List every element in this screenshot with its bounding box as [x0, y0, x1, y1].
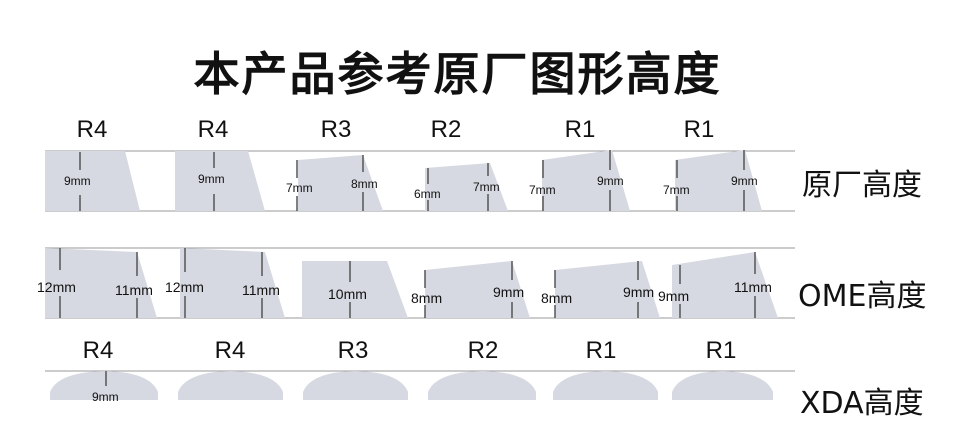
measure-r1-k2-front: 9mm	[198, 172, 225, 186]
cap-label-top-1: R4	[76, 116, 108, 143]
measure-r1-k4-back: 7mm	[473, 180, 500, 194]
row-label-ome: OME高度	[798, 279, 927, 314]
row1-keycap-shape-6	[675, 150, 762, 211]
cap-label-top-5: R1	[564, 116, 596, 143]
measure-r1-k6-front: 7mm	[663, 183, 690, 197]
measure-r1-k3-back: 8mm	[351, 177, 378, 191]
cap-label-bottom-3: R3	[337, 337, 369, 364]
measure-r1-k6-back: 9mm	[731, 174, 758, 188]
measure-r2-k3-front: 10mm	[328, 286, 367, 302]
row3-keycap-shape-5	[553, 371, 658, 400]
row-label-xda: XDA高度	[800, 386, 924, 421]
row2-keycap-shape-6	[672, 252, 778, 318]
cap-label-top-3: R3	[320, 116, 352, 143]
measure-r2-k5-front: 8mm	[541, 290, 573, 306]
cap-label-bottom-4: R2	[467, 337, 499, 364]
row3-keycap-shape-3	[303, 371, 408, 400]
row2-keycap-shape-5	[555, 261, 660, 318]
cap-label-bottom-2: R4	[214, 337, 246, 364]
measure-r1-k5-back: 9mm	[597, 174, 624, 188]
row1-keycap-shape-3	[298, 155, 383, 211]
measure-r2-k6-back: 11mm	[734, 279, 772, 295]
measure-r2-k1-back: 11mm	[115, 282, 153, 298]
measure-r2-k2-front: 12mm	[165, 279, 204, 295]
measure-r2-k4-front: 8mm	[411, 290, 443, 306]
row-label-original: 原厂高度	[802, 168, 922, 203]
row1-keycap-shape-5	[542, 150, 630, 211]
measure-r2-k6-front: 9mm	[658, 288, 690, 304]
row1-keycap-shape-2	[175, 151, 265, 211]
page-title: 本产品参考原厂图形高度	[193, 47, 722, 101]
measure-r2-k1-front: 12mm	[37, 279, 76, 295]
measure-r2-k2-back: 11mm	[242, 282, 280, 298]
keycap-profile-shapes	[45, 150, 795, 400]
measure-r2-k4-back: 9mm	[493, 284, 525, 300]
row3-keycap-shape-4	[428, 371, 536, 400]
row3-keycap-shape-1	[50, 371, 158, 400]
measure-r1-k5-front: 7mm	[529, 183, 556, 197]
row2-keycap-shape-3	[302, 261, 408, 318]
row2-keycap-shape-1	[45, 248, 157, 318]
measure-r2-k5-back: 9mm	[623, 284, 655, 300]
cap-label-top-4: R2	[430, 116, 462, 143]
measure-r3-k1-front: 9mm	[92, 390, 119, 404]
cap-label-bottom-1: R4	[82, 337, 114, 364]
cap-label-top-2: R4	[197, 116, 229, 143]
keycap-height-diagram: 本产品参考原厂图形高度 R4 R4 R3 R2 R1 R1 原厂高度 OME高度…	[37, 47, 927, 421]
row3-keycap-shape-6	[672, 371, 773, 400]
row2-keycap-shape-4	[425, 261, 530, 318]
row3-keycap-shape-2	[178, 371, 283, 400]
cap-label-bottom-5: R1	[585, 337, 617, 364]
measure-r1-k3-front: 7mm	[286, 181, 313, 195]
cap-label-bottom-6: R1	[705, 337, 737, 364]
measure-r1-k1-front: 9mm	[64, 174, 91, 188]
row1-keycap-shape-1	[45, 151, 140, 211]
measure-r1-k4-front: 6mm	[414, 187, 441, 201]
row2-keycap-shape-2	[180, 248, 285, 318]
cap-label-top-6: R1	[683, 116, 715, 143]
